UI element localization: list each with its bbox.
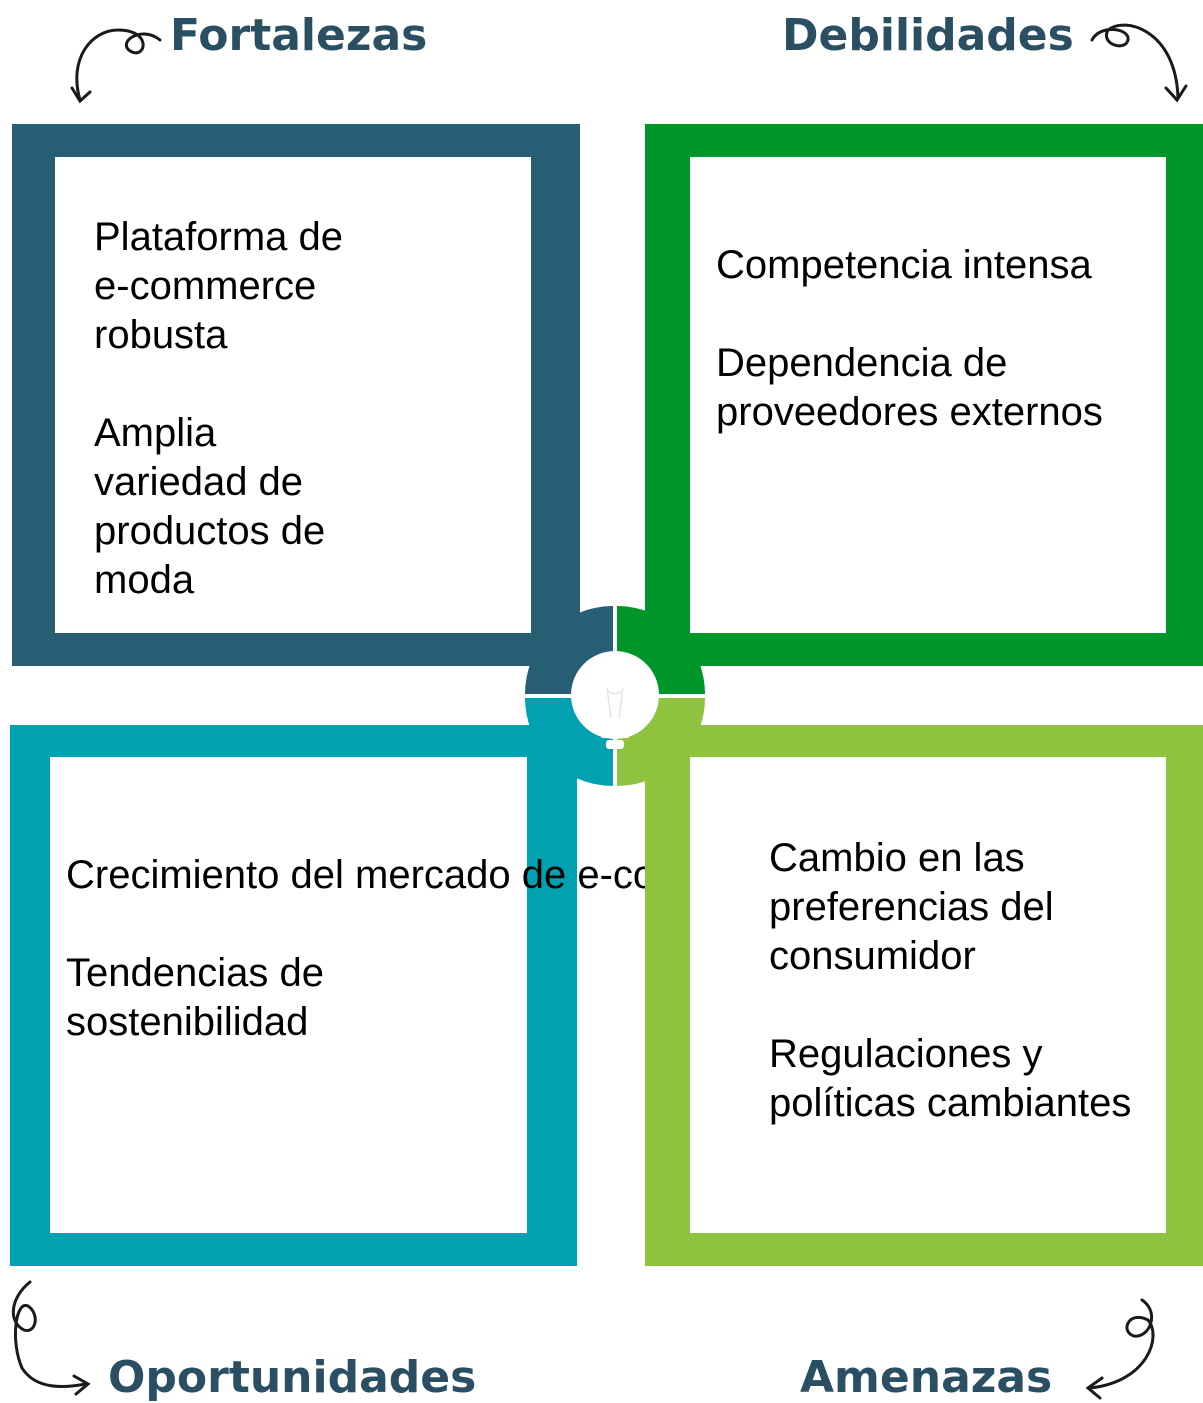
item-debilidades-2: Dependencia de proveedores externos xyxy=(716,341,1103,434)
lightbulb-icon xyxy=(584,655,646,749)
box-amenazas: Cambio en las preferencias del consumido… xyxy=(690,757,1166,1233)
box-debilidades: Competencia intensa Dependencia de prove… xyxy=(690,157,1166,633)
curved-arrow-icon-amenazas xyxy=(1085,1298,1155,1400)
item-amenazas-1: Cambio en las preferencias del consumido… xyxy=(769,836,1054,978)
item-fortalezas-2: Amplia variedad de productos de moda xyxy=(94,411,326,602)
curved-arrow-icon-fortalezas xyxy=(70,28,162,104)
title-fortalezas: Fortalezas xyxy=(170,10,428,61)
frame-fortalezas: Plataforma de e-commerce robusta Amplia … xyxy=(12,124,580,666)
item-oportunidades-1: Crecimiento del mercado de e-commerce xyxy=(66,853,800,897)
item-debilidades-1: Competencia intensa xyxy=(716,243,1092,287)
title-amenazas: Amenazas xyxy=(800,1352,1053,1403)
box-fortalezas: Plataforma de e-commerce robusta Amplia … xyxy=(55,157,531,633)
frame-oportunidades: Crecimiento del mercado de e-commerce Te… xyxy=(10,725,800,1266)
title-oportunidades: Oportunidades xyxy=(108,1352,477,1403)
frame-debilidades: Competencia intensa Dependencia de prove… xyxy=(645,124,1203,666)
box-oportunidades: Crecimiento del mercado de e-commerce Te… xyxy=(50,757,800,1233)
item-fortalezas-1: Plataforma de e-commerce robusta xyxy=(94,215,344,357)
frame-amenazas: Cambio en las preferencias del consumido… xyxy=(645,725,1203,1266)
title-debilidades: Debilidades xyxy=(782,10,1074,61)
item-amenazas-2: Regulaciones y políticas cambiantes xyxy=(769,1032,1132,1125)
curved-arrow-icon-oportunidades xyxy=(11,1280,91,1396)
curved-arrow-icon-debilidades xyxy=(1090,23,1188,103)
item-oportunidades-2: Tendencias de sostenibilidad xyxy=(66,951,324,1044)
